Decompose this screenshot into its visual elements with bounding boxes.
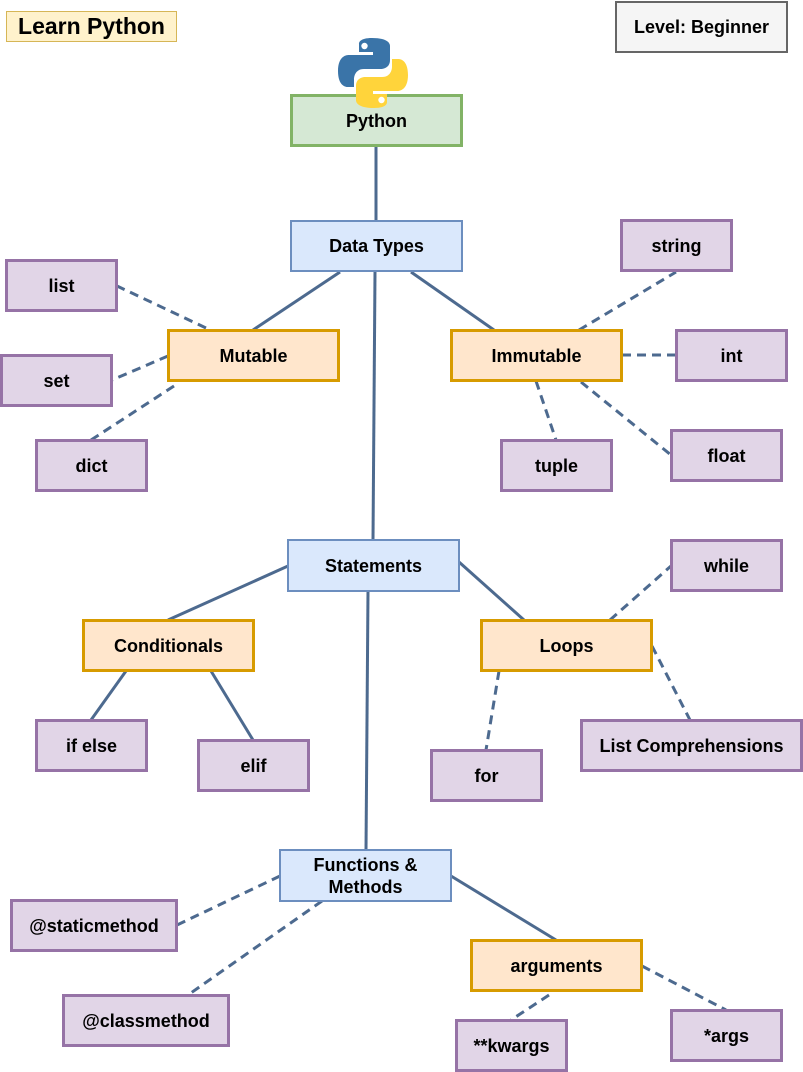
node-staticmethod[interactable]: @staticmethod [10, 899, 178, 952]
edge-datatypes-immutable [410, 270, 495, 332]
node-for[interactable]: for [430, 749, 543, 802]
edge-mutable-set [111, 354, 169, 382]
edge-datatypes-mutable [252, 270, 341, 332]
node-classmethod[interactable]: @classmethod [62, 994, 230, 1047]
node-if-else[interactable]: if else [35, 719, 148, 772]
node-float[interactable]: float [670, 429, 783, 482]
edge-arguments-args [641, 964, 727, 1012]
node-statements[interactable]: Statements [287, 539, 460, 592]
edge-conditionals-elif [209, 670, 255, 741]
edge-mutable-list [116, 284, 207, 330]
edge-datatypes-statements [371, 271, 377, 541]
node-conditionals[interactable]: Conditionals [82, 619, 255, 672]
edge-arguments-kwargs [510, 993, 550, 1022]
edge-functions-classmethod [187, 899, 323, 997]
node-functions-methods[interactable]: Functions & Methods [279, 849, 452, 902]
edge-loops-for [484, 670, 501, 751]
node-args[interactable]: *args [670, 1009, 783, 1062]
edge-loops-listcomp [650, 645, 692, 721]
edge-statements-conditionals [167, 564, 289, 622]
edge-conditionals-ifelse [89, 670, 128, 721]
node-kwargs[interactable]: **kwargs [455, 1019, 568, 1072]
node-tuple[interactable]: tuple [500, 439, 613, 492]
edge-immutable-tuple [534, 380, 558, 441]
edge-immutable-float [580, 380, 672, 457]
edge-statements-functions [364, 590, 370, 851]
diagram-title: Learn Python [6, 11, 177, 42]
node-elif[interactable]: elif [197, 739, 310, 792]
edge-functions-arguments [450, 874, 557, 942]
python-logo-icon [338, 38, 408, 108]
node-dict[interactable]: dict [35, 439, 148, 492]
node-string[interactable]: string [620, 219, 733, 272]
node-while[interactable]: while [670, 539, 783, 592]
node-immutable[interactable]: Immutable [450, 329, 623, 382]
edge-functions-staticmethod [176, 874, 281, 927]
edge-statements-loops [458, 560, 525, 622]
level-badge: Level: Beginner [615, 1, 788, 53]
edge-loops-while [609, 564, 672, 622]
node-set[interactable]: set [0, 354, 113, 407]
node-data-types[interactable]: Data Types [290, 220, 463, 272]
node-loops[interactable]: Loops [480, 619, 653, 672]
node-mutable[interactable]: Mutable [167, 329, 340, 382]
node-list-comprehensions[interactable]: List Comprehensions [580, 719, 803, 772]
node-list[interactable]: list [5, 259, 118, 312]
node-int[interactable]: int [675, 329, 788, 382]
edge-mutable-dict [90, 384, 175, 442]
edge-immutable-string [578, 270, 677, 332]
node-arguments[interactable]: arguments [470, 939, 643, 992]
